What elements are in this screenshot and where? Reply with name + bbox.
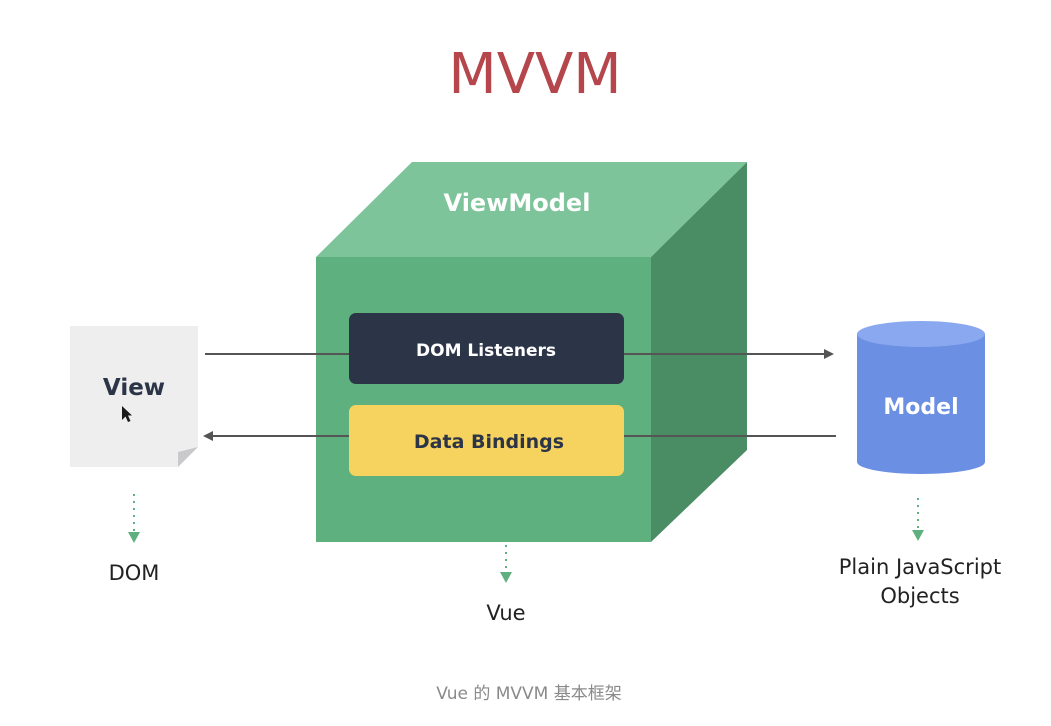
cube-top-face (316, 162, 747, 257)
diagram-title: MVVM (448, 42, 621, 107)
viewmodel-title: ViewModel (444, 189, 591, 217)
mouse-cursor-icon (122, 406, 132, 422)
viewmodel-cube: ViewModel (316, 162, 747, 542)
dotted-arrow-vue (500, 545, 512, 583)
page-fold-icon (178, 447, 198, 467)
data-bindings-box: Data Bindings (349, 405, 624, 476)
cube-front-face (316, 257, 651, 542)
dom-label: DOM (109, 561, 160, 585)
cube-side-face (651, 162, 747, 542)
model-cylinder: Model (857, 321, 985, 474)
plain-js-label-line2: Objects (880, 584, 959, 608)
dotted-arrow-dom (128, 494, 140, 543)
plain-js-label-line1: Plain JavaScript (839, 555, 1001, 579)
vue-label: Vue (486, 601, 525, 625)
cylinder-top (857, 321, 985, 347)
dom-listeners-box: DOM Listeners (349, 313, 624, 384)
view-label: View (103, 375, 165, 401)
model-label: Model (883, 395, 958, 420)
figure-caption: Vue 的 MVVM 基本框架 (436, 684, 622, 704)
dom-listeners-label: DOM Listeners (416, 341, 556, 361)
view-page: View (70, 326, 198, 467)
data-bindings-label: Data Bindings (414, 431, 564, 453)
dotted-arrow-model (912, 498, 924, 541)
